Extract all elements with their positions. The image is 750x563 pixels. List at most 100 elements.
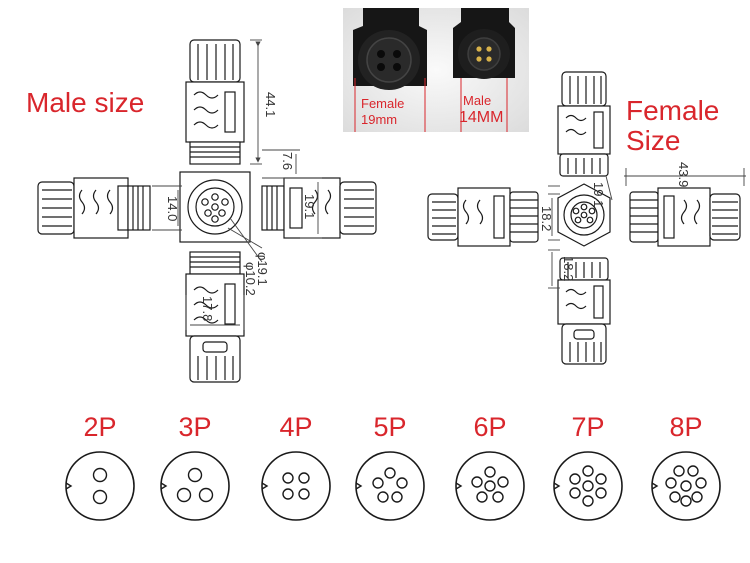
pin-hole <box>582 495 594 507</box>
pin-hole <box>569 487 581 499</box>
connector-photo-image <box>343 8 529 132</box>
pin-layout-4p: 4P <box>251 412 341 522</box>
connector-face-outline <box>65 451 135 521</box>
pin-hole <box>396 477 408 489</box>
connector-face-outline <box>160 451 230 521</box>
pin-hole <box>595 473 607 485</box>
pin-layout-label: 5P <box>373 412 407 442</box>
pin-hole <box>372 477 384 489</box>
key-notch <box>261 482 269 490</box>
male-center-face <box>179 171 251 243</box>
pin-face-diagram <box>455 451 525 521</box>
pin-face-diagram <box>355 451 425 521</box>
male-length-dim: 44.1 <box>263 92 278 117</box>
pin-layout-label: 8P <box>669 412 703 442</box>
pin-hole <box>282 472 294 484</box>
pin-hole <box>298 488 310 500</box>
female-dimension-lines <box>548 168 746 289</box>
female-bottom-arm <box>557 257 611 365</box>
pin-hole <box>669 491 681 503</box>
pin-hole <box>384 467 396 479</box>
male-photo-diameter: 14MM <box>459 109 504 126</box>
male-photo-type: Male <box>463 93 492 108</box>
pin-face-diagram <box>65 451 135 521</box>
female-outer-diameter-dim: 19.1 <box>591 182 606 207</box>
key-notch <box>651 482 659 490</box>
key-notch <box>553 482 561 490</box>
connector-face-outline <box>355 451 425 521</box>
female-size-heading: Female Size <box>626 96 719 156</box>
male-face-outer-dim: φ19.1 <box>255 252 270 286</box>
male-top-arm <box>185 39 245 165</box>
female-length-dim: 43.9 <box>676 162 691 187</box>
pin-layout-5p: 5P <box>345 412 435 522</box>
female-photo-type: Female <box>361 96 405 111</box>
male-right-arm <box>261 177 377 239</box>
male-dimension-values: 44.1 7.6 19.1 14.0 φ19.1 φ10.2 17.8 <box>165 92 317 321</box>
pin-hole <box>680 480 692 492</box>
male-left-arm <box>37 177 151 239</box>
pin-face-diagram <box>553 451 623 521</box>
female-dimension-values: 43.9 19.1 18.2 18.2 <box>539 162 691 281</box>
female-side-width-dim: 18.2 <box>539 206 554 231</box>
male-size-heading: Male size <box>26 88 144 118</box>
male-face-inner-dim: φ10.2 <box>243 262 258 296</box>
pin-hole <box>198 487 214 503</box>
pin-hole <box>377 491 389 503</box>
male-bottom-width-dim: 17.8 <box>200 296 215 321</box>
pin-face-diagram <box>160 451 230 521</box>
pin-hole <box>582 480 594 492</box>
pin-face-diagram <box>261 451 331 521</box>
male-offset-dim: 7.6 <box>280 152 295 170</box>
pin-layout-7p: 7P <box>543 412 633 522</box>
connector-photo: Female 19mm Male 14MM <box>343 8 529 132</box>
key-notch <box>355 482 363 490</box>
pin-layout-label: 3P <box>178 412 212 442</box>
pin-hole <box>595 487 607 499</box>
pin-hole <box>187 467 203 483</box>
pin-hole <box>476 491 488 503</box>
pin-hole <box>497 476 509 488</box>
key-notch <box>455 482 463 490</box>
pin-hole <box>176 487 192 503</box>
male-bottom-arm <box>185 251 245 383</box>
pin-hole <box>92 489 108 505</box>
male-outer-diameter-dim: 19.1 <box>302 194 317 219</box>
pin-hole <box>298 472 310 484</box>
pin-hole <box>695 477 707 489</box>
pin-hole <box>282 488 294 500</box>
female-bottom-width-dim: 18.2 <box>561 256 576 281</box>
connector-face-outline <box>261 451 331 521</box>
pin-hole <box>92 467 108 483</box>
pin-layout-label: 4P <box>279 412 313 442</box>
pin-hole <box>665 477 677 489</box>
pin-hole <box>569 473 581 485</box>
pin-hole <box>687 465 699 477</box>
pin-layout-2p: 2P <box>55 412 145 522</box>
pin-hole <box>680 495 692 507</box>
female-left-arm <box>427 187 539 247</box>
dimension-drawings: 44.1 7.6 19.1 14.0 φ19.1 φ10.2 17.8 <box>37 39 746 383</box>
female-cross-drawing <box>427 71 741 365</box>
key-notch <box>65 482 73 490</box>
pin-layout-label: 7P <box>571 412 605 442</box>
female-top-arm <box>557 71 611 177</box>
pin-hole <box>484 466 496 478</box>
pin-hole <box>691 491 703 503</box>
pin-layout-label: 2P <box>83 412 117 442</box>
pin-hole <box>391 491 403 503</box>
male-dimension-lines <box>152 39 322 330</box>
pin-hole <box>492 491 504 503</box>
pin-hole <box>673 465 685 477</box>
female-photo-diameter: 19mm <box>361 112 398 127</box>
pin-layout-3p: 3P <box>150 412 240 522</box>
pin-hole <box>484 480 496 492</box>
female-size-line1: Female <box>626 95 720 126</box>
pin-layout-8p: 8P <box>641 412 731 522</box>
pin-hole <box>471 476 483 488</box>
pin-layout-6p: 6P <box>445 412 535 522</box>
female-right-arm <box>629 187 741 247</box>
male-cross-drawing <box>37 39 377 383</box>
key-notch <box>160 482 168 490</box>
male-size-heading-text: Male size <box>26 87 145 118</box>
